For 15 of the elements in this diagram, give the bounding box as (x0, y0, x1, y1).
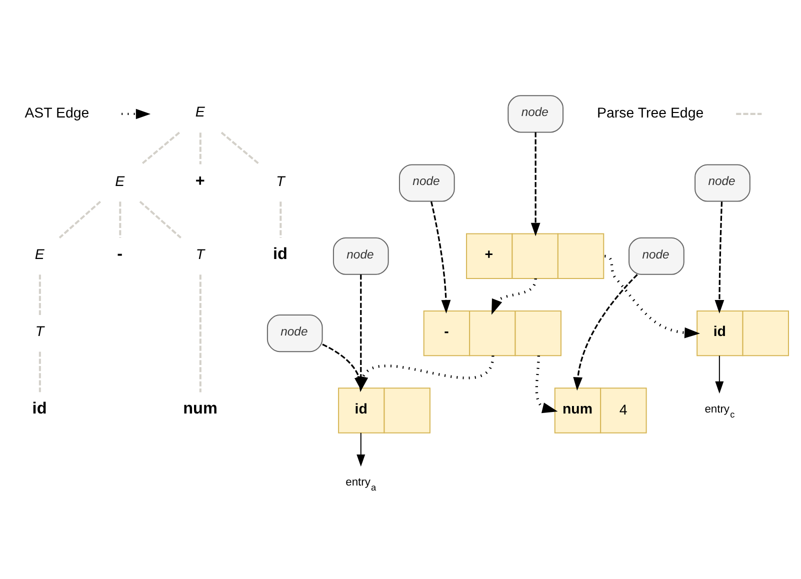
node-text: E (34, 246, 44, 263)
node-text: E (115, 174, 125, 190)
node-text: T (196, 246, 205, 263)
node-text: T (35, 324, 44, 340)
node-text: entry$_{c}$ (704, 403, 735, 420)
node-text: T (276, 174, 285, 190)
node-text: id (32, 399, 47, 418)
node-text: num (183, 399, 218, 418)
node-text: + (195, 172, 205, 190)
legend-label: Parse Tree Edge (597, 106, 704, 122)
node-text: E (195, 104, 205, 121)
node-text: entry$_{a}$ (346, 476, 376, 492)
node-text: - (117, 244, 123, 263)
legend-label: AST Edge (24, 106, 90, 122)
node-text: id (273, 244, 288, 263)
